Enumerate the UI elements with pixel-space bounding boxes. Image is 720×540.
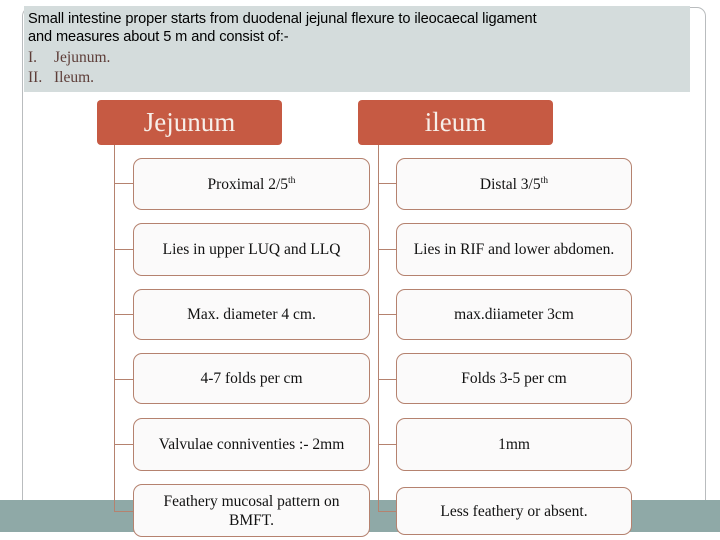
cell-jejunum-row-3: Max. diameter 4 cm. [133,289,370,340]
cell-ileum-row-5: 1mm [396,418,632,471]
intro-list-item-2: II. Ileum. [28,68,684,88]
cell-jejunum-row-1-text: Proximal 2/5th [207,174,296,193]
jejunum-connector-stub-3 [114,314,134,315]
cell-ileum-row-1: Distal 3/5th [396,158,632,210]
list-marker-1: I. [28,49,38,66]
cell-jejunum-row-4: 4-7 folds per cm [133,353,370,404]
cell-jejunum-row-3-text: Max. diameter 4 cm. [187,306,316,323]
column-header-ileum-label: ileum [424,107,487,137]
cell-ileum-row-4-text: Folds 3-5 per cm [461,370,567,387]
cell-jejunum-row-2-text: Lies in upper LUQ and LLQ [162,241,341,258]
superscript-th: th [540,174,549,186]
cell-ileum-row-2-text: Lies in RIF and lower abdomen. [413,241,615,258]
cell-jejunum-row-4-text: 4-7 folds per cm [200,370,303,387]
cell-ileum-row-5-text: 1mm [498,436,530,453]
list-marker-2: II. [28,68,43,86]
jejunum-connector-stub-2 [114,249,134,250]
cell-jejunum-row-1: Proximal 2/5th [133,158,370,210]
cell-jejunum-row-5-text: Valvulae conniventies :- 2mm [158,436,345,453]
intro-text-line-1: Small intestine proper starts from duode… [28,11,537,27]
cell-ileum-row-2: Lies in RIF and lower abdomen. [396,223,632,276]
ileum-connector-stub-4 [378,379,398,380]
column-header-jejunum[interactable]: Jejunum [97,100,282,145]
cell-ileum-row-3: max.diiameter 3cm [396,289,632,340]
list-label-1: Jejunum. [54,49,111,66]
cell-ileum-row-1-text: Distal 3/5th [479,174,549,193]
ileum-connector-stub-5 [378,444,398,445]
column-header-jejunum-label: Jejunum [143,107,236,137]
ileum-connector-stub-1 [378,183,398,184]
jejunum-connector-stub-5 [114,444,134,445]
cell-jejunum-row-2: Lies in upper LUQ and LLQ [133,223,370,276]
cell-jejunum-row-6-text: Feathery mucosal pattern on BMFT. [163,492,340,529]
intro-list: I. Jejunum. II. Ileum. [28,48,684,87]
jejunum-connector-stub-1 [114,183,134,184]
intro-list-item-1: I. Jejunum. [28,48,684,68]
cell-jejunum-row-5: Valvulae conniventies :- 2mm [133,418,370,471]
jejunum-connector-stub-6 [114,511,134,512]
jejunum-connector-trunk [114,145,115,512]
cell-ileum-row-6-text: Less feathery or absent. [440,502,588,520]
ileum-connector-stub-6 [378,511,398,512]
cell-jejunum-row-6: Feathery mucosal pattern on BMFT. [133,484,370,537]
ileum-connector-stub-2 [378,249,398,250]
list-label-2: Ileum. [54,68,95,86]
cell-ileum-row-4: Folds 3-5 per cm [396,353,632,404]
jejunum-connector-stub-4 [114,379,134,380]
ileum-connector-stub-3 [378,314,398,315]
ileum-connector-trunk [378,145,379,512]
intro-banner: Small intestine proper starts from duode… [24,6,690,92]
superscript-th: th [288,174,296,186]
column-header-ileum[interactable]: ileum [358,100,553,145]
cell-ileum-row-3-text: max.diiameter 3cm [454,306,574,323]
intro-text-line-2: and measures about 5 m and consist of:- [28,29,289,45]
cell-ileum-row-6: Less feathery or absent. [396,487,632,535]
